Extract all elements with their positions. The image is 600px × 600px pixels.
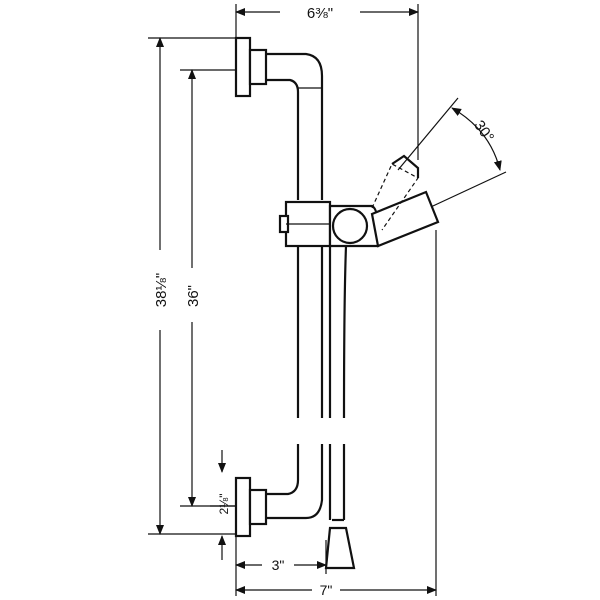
dimension-labels: 6⅜" 38⅛" 36" 2⅛" 30° 3" 7" bbox=[153, 5, 497, 598]
dim-angle: 30° bbox=[470, 117, 497, 145]
dim-bottom-overall: 7" bbox=[320, 582, 333, 598]
dim-bottom-small: 3" bbox=[272, 557, 285, 573]
dim-bottom-offset: 2⅛" bbox=[217, 494, 231, 515]
dim-top-width: 6⅜" bbox=[307, 5, 333, 22]
dim-rail-height: 36" bbox=[185, 285, 202, 307]
dim-overall-height: 38⅛" bbox=[153, 273, 170, 308]
dimension-lines bbox=[156, 8, 507, 594]
shower-rail bbox=[234, 36, 440, 570]
